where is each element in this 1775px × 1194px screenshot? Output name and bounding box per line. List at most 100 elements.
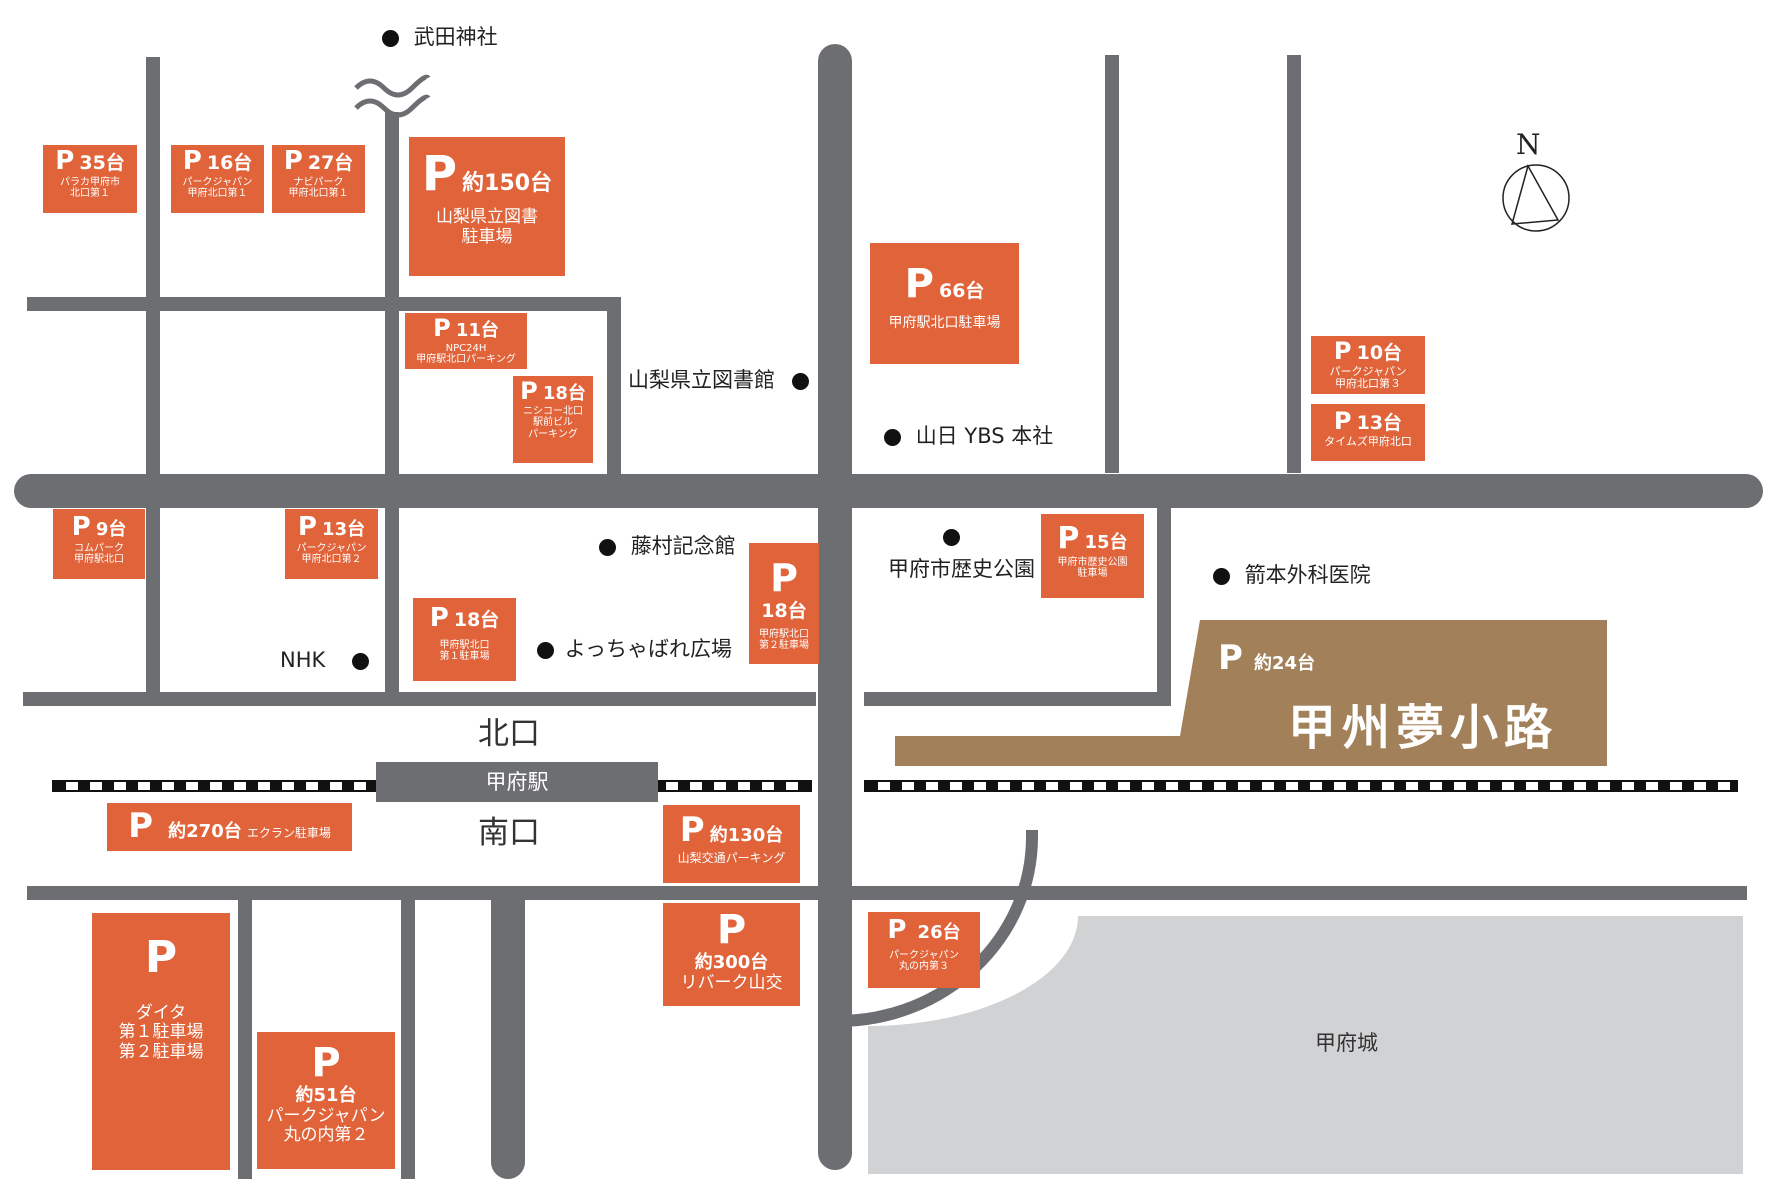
parking-16[interactable]: P 16台 パークジャパン 甲府北口第１ (171, 145, 264, 213)
parking-p-icon: P (297, 512, 317, 542)
parking-51[interactable]: P 約51台 パークジャパン 丸の内第２ (257, 1032, 395, 1169)
parking-p-icon: P (421, 146, 458, 202)
poi-takeda-shrine: 武田神社 (382, 21, 498, 51)
poi-label: 山梨県立図書館 (628, 368, 775, 392)
south-avenue (491, 895, 525, 1179)
parking-name: パークジャパン 丸の内第２ (266, 1105, 386, 1146)
parking-270[interactable]: P 約270台 エクラン駐車場 (107, 803, 352, 851)
parking-p-icon: P (55, 146, 75, 176)
road-h-1 (27, 297, 621, 311)
south-exit-label: 南口 (478, 815, 540, 851)
yume-koji-badge: P 約24台 (1218, 638, 1315, 678)
parking-9[interactable]: P 9台 コムパーク 甲府駅北口 (53, 509, 145, 579)
poi-library: 山梨県立図書館 (628, 364, 809, 394)
road-v-5 (1287, 55, 1301, 473)
poi-label: 箭本外科医院 (1244, 563, 1371, 587)
parking-count: 26台 (917, 922, 961, 943)
parking-p-icon: P (770, 556, 798, 600)
parking-daita[interactable]: P ダイタ 第１駐車場 第２駐車場 (92, 913, 230, 1170)
parking-p-icon: P (1333, 407, 1352, 435)
road-break-symbol (354, 74, 431, 118)
location-dot-icon (1213, 567, 1230, 585)
road-v-7 (238, 895, 252, 1179)
parking-15[interactable]: P 15台 甲府市歴史公園 駐車場 (1041, 514, 1144, 598)
parking-count: 約51台 (295, 1085, 357, 1106)
parking-18-second[interactable]: P 18台 甲府駅北口 第２駐車場 (749, 543, 819, 664)
parking-count: 66台 (938, 280, 985, 302)
parking-10[interactable]: P 10台 パークジャパン 甲府北口第３ (1311, 336, 1425, 394)
parking-name: ダイタ 第１駐車場 第２駐車場 (118, 1002, 204, 1062)
parking-count: 35台 (79, 152, 125, 174)
parking-name: 山梨交通パーキング (677, 851, 786, 866)
parking-count: 16台 (206, 152, 253, 174)
parking-name: リバーク山交 (680, 972, 783, 993)
compass: N (1500, 128, 1580, 238)
road-h-2 (23, 692, 816, 706)
parking-name: パークジャパン 丸の内第３ (889, 949, 959, 973)
poi-fujimura: 藤村記念館 (599, 530, 736, 560)
road-v-4 (1105, 55, 1119, 473)
parking-66[interactable]: P 66台 甲府駅北口駐車場 (870, 243, 1019, 364)
parking-count: 15台 (1084, 532, 1128, 553)
parking-count: 10台 (1356, 342, 1403, 364)
road-h-3 (864, 692, 1171, 706)
poi-label: 藤村記念館 (630, 534, 736, 558)
yume-koji-count: 約24台 (1254, 653, 1316, 674)
parking-name: 山梨県立図書 駐車場 (436, 207, 538, 247)
parking-p-icon: P (182, 146, 202, 176)
kofu-station: 甲府駅 (376, 762, 658, 802)
parking-name: パークジャパン 甲府北口第３ (1329, 364, 1407, 391)
parking-13-pj2[interactable]: P 13台 パークジャパン 甲府北口第２ (285, 509, 378, 579)
parking-count: 約270台 (168, 821, 242, 842)
poi-ybs: 山日 YBS 本社 (884, 420, 1053, 450)
parking-p-icon: P (887, 915, 907, 945)
parking-11[interactable]: P 11台 NPC24H 甲府駅北口パーキング (405, 313, 527, 369)
compass-north-label: N (1516, 128, 1541, 161)
parking-name: タイムズ甲府北口 (1324, 434, 1412, 448)
history-park-dot-icon (943, 529, 960, 546)
road-v-1 (146, 57, 160, 697)
parking-name: ナビパーク 甲府北口第１ (288, 176, 349, 200)
yume-koji-p: P (1218, 638, 1243, 678)
parking-count: 約300台 (694, 952, 769, 973)
parking-count: 13台 (1356, 412, 1403, 434)
parking-35[interactable]: P 35台 パラカ甲府市 北口第１ (43, 145, 137, 213)
parking-p-icon: P (716, 907, 747, 953)
parking-p-icon: P (520, 377, 538, 405)
poi-yacchabare: よっちゃばれ広場 (537, 633, 732, 663)
parking-150[interactable]: P 約150台 山梨県立図書 駐車場 (409, 137, 565, 276)
parking-count: 13台 (322, 519, 366, 540)
station-label: 甲府駅 (485, 770, 549, 794)
parking-18-nishiko[interactable]: P 18台 ニシコー北口 駅前ビル パーキング (513, 376, 593, 463)
parking-name: 甲府駅北口 第１駐車場 (439, 639, 490, 663)
poi-label: よっちゃばれ広場 (564, 637, 733, 661)
parking-130[interactable]: P 約130台 山梨交通パーキング (663, 805, 800, 883)
poi-label: 武田神社 (413, 25, 498, 49)
poi-label: 山日 YBS 本社 (915, 424, 1054, 448)
location-dot-icon (599, 538, 616, 556)
parking-count: 18台 (761, 599, 807, 622)
parking-count: 約130台 (709, 825, 784, 846)
parking-13-times[interactable]: P 13台 タイムズ甲府北口 (1311, 404, 1425, 461)
parking-count: 27台 (307, 152, 354, 174)
parking-p-icon: P (433, 314, 451, 342)
parking-p-icon: P (71, 512, 91, 542)
north-exit-label: 北口 (478, 716, 540, 752)
parking-p-icon: P (283, 146, 303, 176)
yume-koji-name: 甲州夢小路 (1288, 700, 1559, 756)
parking-27[interactable]: P 27台 ナビパーク 甲府北口第１ (272, 145, 365, 213)
poi-nhk: NHK (280, 648, 369, 672)
compass-icon (1502, 164, 1570, 232)
railway-east (864, 780, 1738, 792)
parking-300[interactable]: P 約300台 リバーク山交 (663, 903, 800, 1006)
parking-name: 甲府駅北口駐車場 (888, 315, 1001, 331)
parking-count: 約150台 (462, 171, 553, 196)
parking-26[interactable]: P 26台 パークジャパン 丸の内第３ (868, 912, 980, 988)
parking-p-icon: P (1333, 337, 1352, 365)
parking-18-first[interactable]: P 18台 甲府駅北口 第１駐車場 (413, 598, 516, 681)
parking-p-icon: P (311, 1040, 341, 1086)
poi-hospital: 箭本外科医院 (1213, 559, 1371, 589)
parking-p-icon: P (679, 810, 705, 850)
parking-p-icon: P (904, 261, 934, 307)
